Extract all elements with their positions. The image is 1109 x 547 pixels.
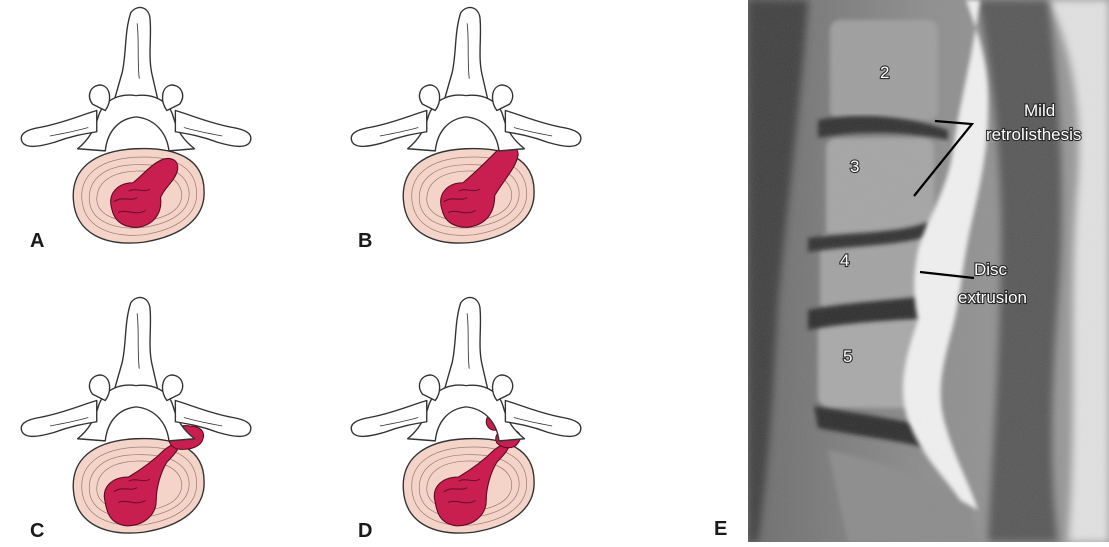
vertebral-arch <box>351 298 581 441</box>
panel-label-a: A <box>30 231 44 251</box>
disc-illustration-d <box>330 290 600 545</box>
annotation-extrusion-line2: extrusion <box>958 288 1027 307</box>
panel-b <box>330 0 630 255</box>
vertebral-arch <box>21 8 251 151</box>
vertebra-label-2: 2 <box>880 63 889 82</box>
mri-sagittal-image: 2 3 4 5 Mild retrolisthesis Disc extrusi… <box>748 0 1109 542</box>
vertebra-label-3: 3 <box>850 157 859 176</box>
annotation-extrusion-line1: Disc <box>974 260 1008 279</box>
vertebral-arch <box>21 298 251 441</box>
disc-illustration-c <box>0 290 270 545</box>
vertebral-arch <box>351 8 581 151</box>
panel-a <box>0 0 300 255</box>
panel-c <box>0 290 300 545</box>
disc-illustration-a <box>0 0 270 255</box>
disc-illustration-b <box>330 0 600 255</box>
panel-label-c: C <box>30 521 44 541</box>
vertebra-label-4: 4 <box>840 251 849 270</box>
panel-label-b: B <box>358 231 372 251</box>
panel-d <box>330 290 630 545</box>
vertebra-label-5: 5 <box>843 347 852 366</box>
mri-grain <box>748 0 1109 542</box>
annotation-retrolisthesis-line1: Mild <box>1024 101 1055 120</box>
panel-label-d: D <box>358 521 372 541</box>
mri-svg: 2 3 4 5 Mild retrolisthesis Disc extrusi… <box>748 0 1109 542</box>
annotation-retrolisthesis-line2: retrolisthesis <box>986 125 1081 144</box>
panel-label-e: E <box>714 519 727 539</box>
